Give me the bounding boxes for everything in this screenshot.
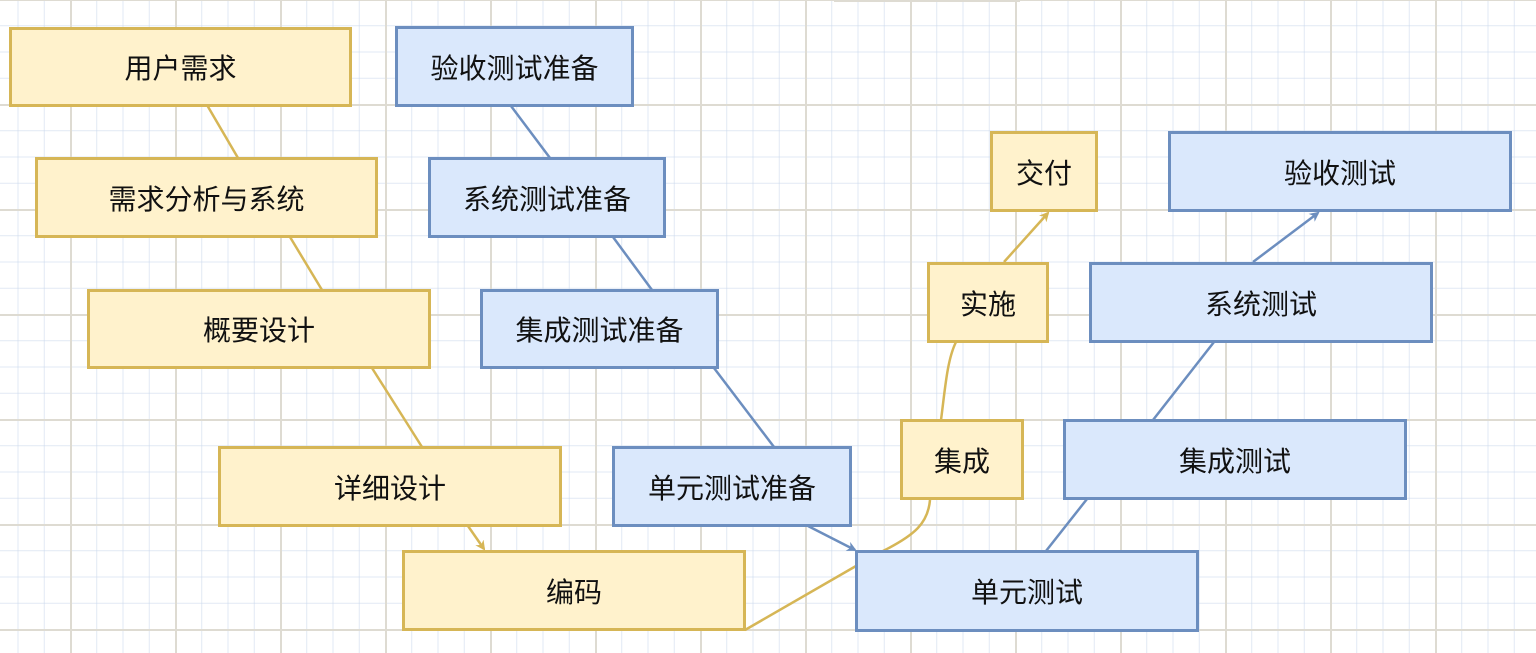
node-system-test-prep[interactable]: 系统测试准备	[428, 157, 666, 238]
node-acceptance-test[interactable]: 验收测试	[1168, 131, 1512, 212]
node-label: 验收测试	[1283, 156, 1396, 190]
edge-user-req-to-analysis	[205, 104, 240, 159]
edge-analysis-to-outline	[288, 236, 324, 291]
node-integration-test[interactable]: 集成测试	[1063, 419, 1407, 500]
edge-implementation-to-delivery	[1003, 211, 1050, 263]
node-label: 系统测试	[1204, 287, 1317, 321]
node-system-test[interactable]: 系统测试	[1089, 262, 1433, 343]
node-acceptance-test-prep[interactable]: 验收测试准备	[395, 26, 634, 107]
node-label: 单元测试	[970, 576, 1083, 609]
edge-integration-to-implementation	[939, 341, 958, 421]
edge-integration-prep-to-unit-prep	[713, 367, 775, 448]
node-label: 交付	[1015, 156, 1072, 190]
node-implementation[interactable]: 实施	[927, 262, 1049, 343]
node-label: 集成	[933, 444, 990, 478]
edge-integration-curve	[882, 499, 932, 553]
edge-coding-to-integration	[744, 564, 857, 632]
node-label: 集成测试	[1178, 444, 1291, 478]
node-label: 概要设计	[202, 314, 315, 347]
node-outline-design[interactable]: 概要设计	[87, 289, 431, 369]
node-unit-test-prep[interactable]: 单元测试准备	[612, 446, 852, 527]
node-label: 单元测试准备	[647, 471, 816, 505]
node-delivery[interactable]: 交付	[990, 131, 1098, 212]
node-requirements-analysis[interactable]: 需求分析与系统	[35, 157, 378, 238]
edge-acceptance-prep-to-system-prep	[510, 105, 551, 159]
edge-detailed-to-coding	[466, 525, 486, 551]
edge-unit-prep-to-unit-test	[807, 524, 857, 552]
node-user-requirements[interactable]: 用户需求	[9, 27, 352, 107]
node-integration[interactable]: 集成	[900, 419, 1024, 500]
node-detailed-design[interactable]: 详细设计	[218, 446, 562, 527]
edge-outline-to-detailed	[370, 367, 424, 448]
node-label: 实施	[959, 287, 1016, 321]
edge-system-prep-to-integration-prep	[611, 236, 654, 291]
node-label: 详细设计	[333, 471, 446, 505]
node-unit-test[interactable]: 单元测试	[855, 550, 1199, 632]
node-label: 编码	[545, 575, 602, 609]
edge-unit-test-to-integration-test	[1045, 498, 1088, 552]
top-divider	[834, 0, 1020, 2]
node-label: 验收测试准备	[430, 51, 599, 85]
edge-integration-test-to-system-test	[1152, 341, 1215, 421]
edge-system-test-to-acceptance-test	[1252, 211, 1320, 263]
node-label: 需求分析与系统	[108, 182, 305, 216]
node-integration-test-prep[interactable]: 集成测试准备	[480, 289, 719, 369]
node-label: 用户需求	[124, 52, 237, 85]
node-label: 系统测试准备	[462, 182, 631, 216]
node-label: 集成测试准备	[515, 314, 684, 347]
node-coding[interactable]: 编码	[402, 550, 746, 631]
